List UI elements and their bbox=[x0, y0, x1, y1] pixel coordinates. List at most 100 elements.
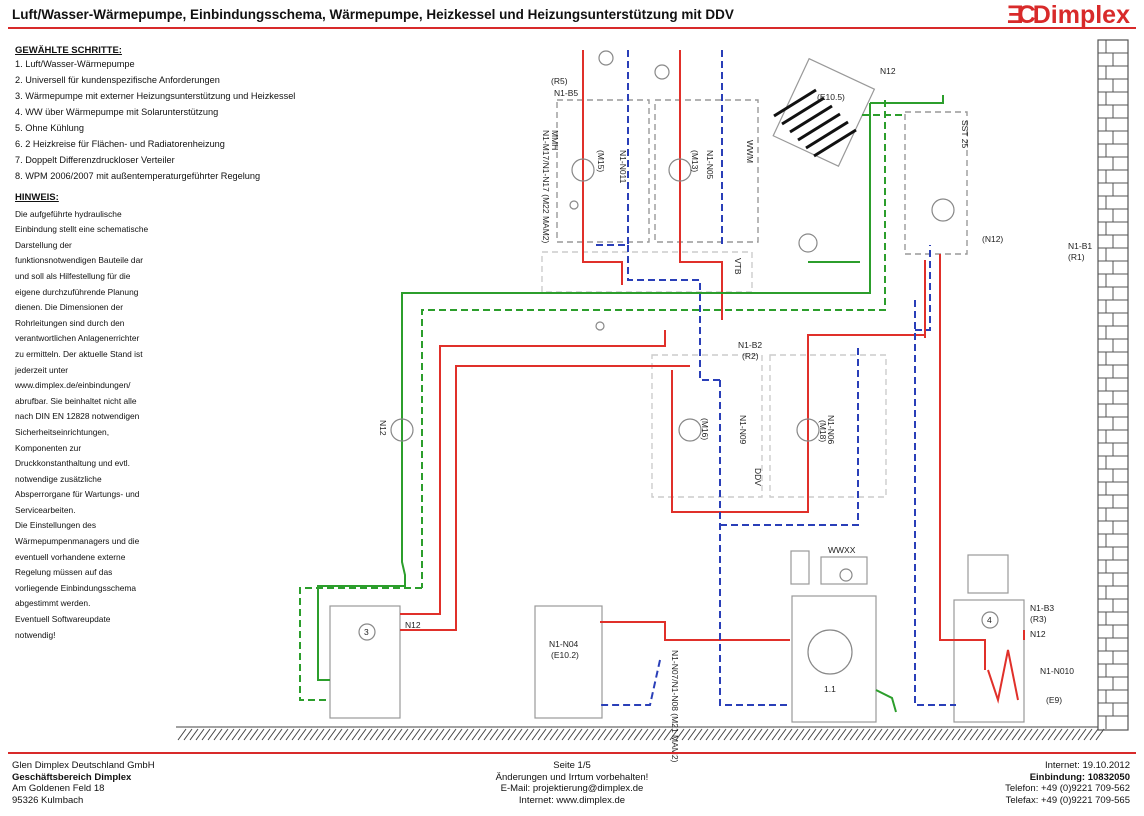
m15-motor-icon bbox=[569, 200, 579, 210]
hatch-stroke bbox=[717, 728, 727, 741]
hatch-stroke bbox=[597, 728, 607, 741]
steps-panel: GEWÄHLTE SCHRITTE: 1. Luft/Wasser-Wärmep… bbox=[15, 44, 315, 643]
hatch-stroke bbox=[441, 728, 451, 741]
hint-line: eventuell vorhandene externe bbox=[15, 551, 126, 562]
hatch-stroke bbox=[1017, 728, 1027, 741]
label-n1b1: N1-B1 bbox=[1068, 241, 1092, 251]
hatch-stroke bbox=[693, 728, 703, 741]
circuit2-frame bbox=[769, 354, 887, 498]
footer-contact: Internet: 19.10.2012 Einbindung: 1083205… bbox=[1005, 760, 1130, 806]
hatch-stroke bbox=[195, 728, 205, 741]
hatch-stroke bbox=[759, 728, 769, 741]
hatch-stroke bbox=[705, 728, 715, 741]
label-n12-ww: N12 bbox=[1030, 629, 1046, 639]
hatch-stroke bbox=[1059, 728, 1069, 741]
label-m22: N1-M17/N1-N17 (M22 MAM2) bbox=[541, 130, 551, 244]
label-n1b5: N1-B5 bbox=[554, 88, 578, 98]
hatch-stroke bbox=[963, 728, 973, 741]
pump-m18-icon bbox=[796, 418, 820, 442]
hatch-stroke bbox=[501, 728, 511, 741]
hint-line: Die Einstellungen des bbox=[15, 520, 97, 531]
hint-line: notwendig! bbox=[15, 629, 56, 640]
hatch-stroke bbox=[993, 728, 1003, 741]
hatch-stroke bbox=[561, 728, 571, 741]
hatch-stroke bbox=[1089, 728, 1099, 741]
hint-line: Sicherheitseinrichtungen, bbox=[15, 426, 110, 437]
pump-m15-icon bbox=[571, 158, 595, 182]
hint-line: Servicearbeiten. bbox=[15, 504, 76, 515]
hatch-stroke bbox=[867, 728, 877, 741]
hatch-stroke bbox=[729, 728, 739, 741]
hatch-stroke bbox=[573, 728, 583, 741]
boiler-n1n04 bbox=[534, 605, 603, 719]
hatch-stroke bbox=[645, 728, 655, 741]
hatch-stroke bbox=[279, 728, 289, 741]
hatch-stroke bbox=[591, 728, 601, 741]
hatch-stroke bbox=[291, 728, 301, 741]
hatch-stroke bbox=[579, 728, 589, 741]
label-mmh: MMH bbox=[550, 130, 560, 150]
hint-line: zu ermitteln. Der aktuelle Stand ist bbox=[15, 348, 143, 359]
hatch-stroke bbox=[699, 728, 709, 741]
hatch-stroke bbox=[201, 728, 211, 741]
hatch-stroke bbox=[1065, 728, 1075, 741]
hatch-stroke bbox=[303, 728, 313, 741]
hatch-stroke bbox=[363, 728, 373, 741]
hatch-stroke bbox=[315, 728, 325, 741]
hatch-stroke bbox=[855, 728, 865, 741]
buffer-tank-3 bbox=[329, 605, 401, 719]
hatch-stroke bbox=[321, 728, 331, 741]
hatch-stroke bbox=[1023, 728, 1033, 741]
hatch-stroke bbox=[405, 728, 415, 741]
hatch-stroke bbox=[849, 728, 859, 741]
hatch-stroke bbox=[771, 728, 781, 741]
hatch-stroke bbox=[711, 728, 721, 741]
hatch-stroke bbox=[669, 728, 679, 741]
label-tank3: 3 bbox=[364, 627, 369, 637]
control-cabinet bbox=[790, 550, 810, 585]
hatch-stroke bbox=[177, 728, 187, 741]
steps-heading: GEWÄHLTE SCHRITTE: bbox=[15, 45, 122, 56]
pumps bbox=[358, 50, 999, 675]
hint-line: Darstellung der bbox=[15, 239, 72, 250]
hatch-stroke bbox=[843, 728, 853, 741]
label-wpm: WWXX bbox=[828, 545, 856, 555]
hatch-stroke bbox=[987, 728, 997, 741]
label-sst25: SST 25 bbox=[960, 120, 970, 148]
footer-email: E-Mail: projektierung@dimplex.de bbox=[500, 783, 644, 794]
label-n1b2: N1-B2 bbox=[738, 340, 762, 350]
hatch-stroke bbox=[453, 728, 463, 741]
exterior-wall bbox=[1097, 39, 1129, 731]
pump-m13-icon bbox=[668, 158, 692, 182]
flow-pipes bbox=[400, 50, 1025, 704]
solar-station-frame bbox=[904, 111, 968, 255]
hatch-stroke bbox=[1095, 728, 1105, 741]
hatch-stroke bbox=[249, 728, 259, 741]
hint-line: Einbindung stellt eine schematische bbox=[15, 224, 149, 235]
solar-collector bbox=[772, 57, 876, 167]
hatch-stroke bbox=[681, 728, 691, 741]
hatch-stroke bbox=[1047, 728, 1057, 741]
collector-tubes bbox=[773, 88, 857, 158]
component-boxes bbox=[329, 57, 1025, 723]
hatch-stroke bbox=[789, 728, 799, 741]
label-heatpump: 1.1 bbox=[824, 684, 836, 694]
hatch-stroke bbox=[339, 728, 349, 741]
hatch-stroke bbox=[1041, 728, 1051, 741]
step-item: 2. Universell für kundenspezifische Anfo… bbox=[15, 75, 220, 85]
dhw-tank-4 bbox=[953, 599, 1025, 723]
footer-date: Internet: 19.10.2012 bbox=[1044, 760, 1130, 771]
hatch-stroke bbox=[663, 728, 673, 741]
label-tank4: 4 bbox=[987, 615, 992, 625]
footer-city: 95326 Kulmbach bbox=[12, 794, 84, 806]
hatch-stroke bbox=[873, 728, 883, 741]
hatch-stroke bbox=[687, 728, 697, 741]
footer-page: Seite 1/5 bbox=[553, 760, 591, 771]
hatch-stroke bbox=[411, 728, 421, 741]
hatch-stroke bbox=[747, 728, 757, 741]
label-e9: (E9) bbox=[1046, 695, 1062, 705]
hatch-stroke bbox=[933, 728, 943, 741]
hatch-stroke bbox=[885, 728, 895, 741]
hatch-stroke bbox=[1083, 728, 1093, 741]
